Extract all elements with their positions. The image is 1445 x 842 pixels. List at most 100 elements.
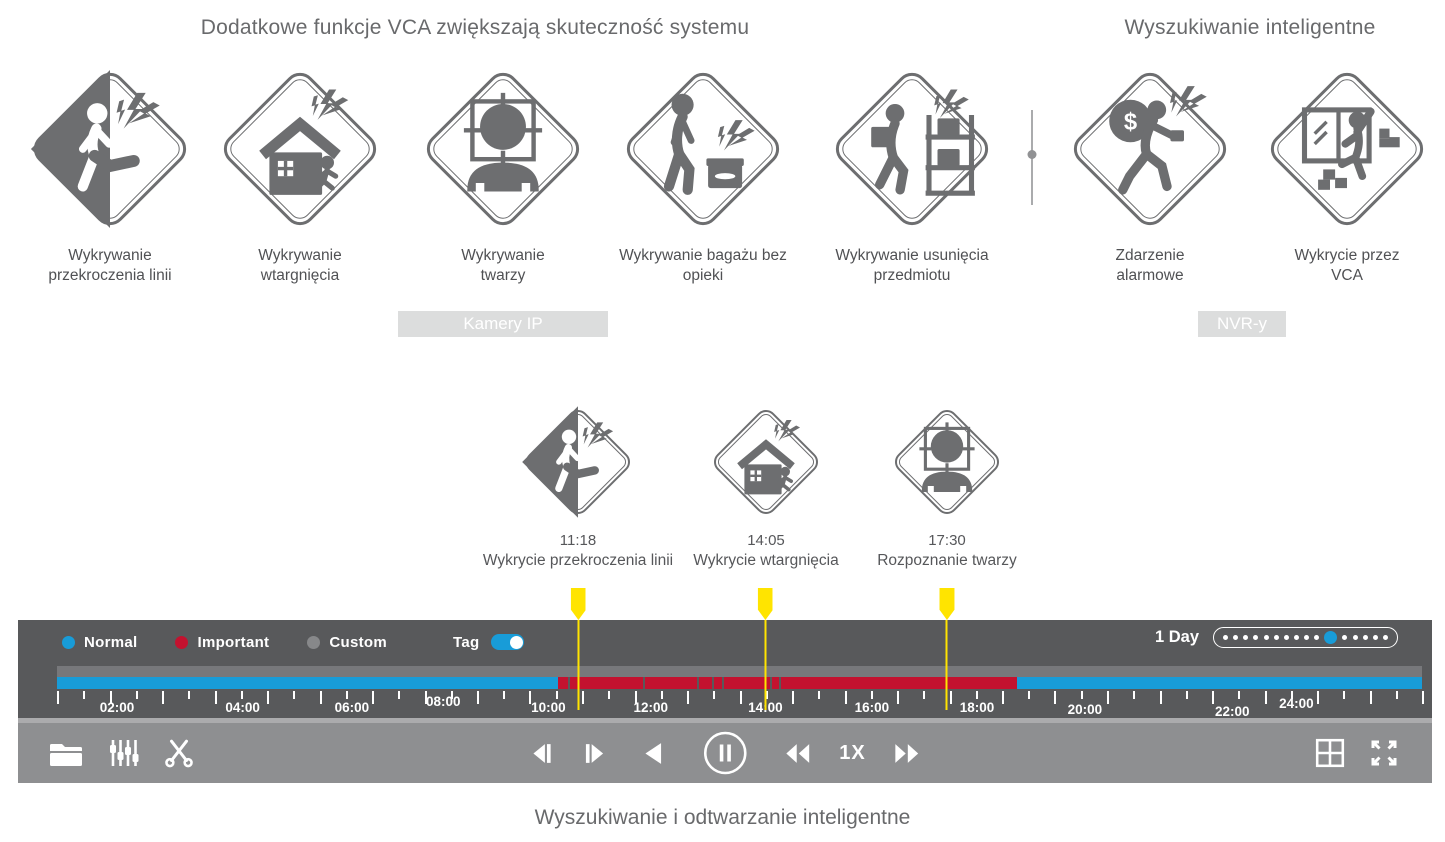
timeline-tick xyxy=(1212,691,1214,704)
reverse-play-icon[interactable] xyxy=(641,741,666,766)
event-face-recognition: 17:30 Rozpoznanie twarzy xyxy=(827,402,1067,570)
timeline-segment-normal xyxy=(1016,677,1422,689)
divider-dot xyxy=(1027,150,1037,159)
diamond-sign xyxy=(420,66,586,232)
feature-label: Zdarzenie alarmowe xyxy=(1115,247,1185,284)
zoom-slider-dot xyxy=(1253,635,1259,640)
cut-icon[interactable] xyxy=(164,738,194,768)
feature-unattended-baggage: Wykrywanie bagażu bez opieki xyxy=(603,64,803,286)
zoom-slider-dot xyxy=(1263,635,1269,640)
timeline-tick xyxy=(345,691,348,699)
timeline-tick xyxy=(660,691,663,699)
zoom-slider-dot xyxy=(1362,635,1368,640)
timeline-event-marker-11:18[interactable] xyxy=(570,588,586,710)
diamond-sign xyxy=(1067,66,1233,232)
timeline-tick xyxy=(1343,691,1346,699)
timeline-scroll-strip xyxy=(57,666,1422,677)
timeline-tick xyxy=(267,691,269,704)
timeline-tick xyxy=(923,691,926,699)
grid-view-icon[interactable] xyxy=(1314,737,1346,769)
folder-icon[interactable] xyxy=(48,738,84,768)
event-line-crossing: 11:18 Wykrycie przekroczenia linii xyxy=(458,402,698,570)
timeline-tick xyxy=(57,691,59,704)
zoom-slider-dot xyxy=(1382,635,1388,640)
pause-icon[interactable] xyxy=(702,730,748,776)
timeline-tick xyxy=(293,691,296,699)
timeline-time-label: 06:00 xyxy=(334,700,370,715)
timeline-tick xyxy=(608,691,611,699)
timeline-time-label: 12:00 xyxy=(633,700,669,715)
legend-label: Custom xyxy=(329,633,387,651)
timeline-tick xyxy=(319,691,322,704)
timeline-track[interactable]: 02:0004:0006:0008:0010:0012:0014:0016:00… xyxy=(57,588,1424,719)
next-frame-icon[interactable] xyxy=(582,741,607,766)
range-label: 1 Day xyxy=(1154,628,1199,646)
timeline-tick xyxy=(1028,691,1031,699)
timeline-tick xyxy=(450,691,453,699)
legend-dot xyxy=(175,635,189,649)
timeline-time-label: 04:00 xyxy=(225,700,260,715)
timeline-tick xyxy=(1159,691,1162,704)
timeline-time-label: 18:00 xyxy=(959,700,995,715)
rewind-icon[interactable] xyxy=(784,741,811,766)
bottom-title: Wyszukiwanie i odtwarzanie inteligentne xyxy=(534,806,911,829)
legend-item-custom: Custom xyxy=(307,634,387,651)
timeline-tick xyxy=(83,691,86,699)
timeline-tick xyxy=(765,691,768,699)
timeline-event-marker-14:05[interactable] xyxy=(757,588,773,710)
marker-flag xyxy=(570,588,586,620)
tag-toggle[interactable] xyxy=(491,634,525,650)
fullscreen-icon[interactable] xyxy=(1368,737,1400,769)
timeline-tick xyxy=(1369,691,1372,704)
timeline-tick xyxy=(582,691,584,704)
zoom-slider-dot xyxy=(1352,635,1358,640)
diamond-sign xyxy=(217,66,383,232)
playback-speed-label[interactable]: 1X xyxy=(839,741,866,764)
timeline-tick xyxy=(424,691,427,704)
timeline-tick xyxy=(135,691,138,699)
page-title-right: Wyszukiwanie inteligentne xyxy=(1124,16,1376,39)
event-label: Wykrycie wtargnięcia xyxy=(693,552,839,569)
feature-label: Wykrywanie usunięcia przedmiotu xyxy=(835,247,989,284)
timeline-tick xyxy=(844,691,847,704)
diamond-sign xyxy=(620,66,786,232)
segment-gap xyxy=(712,677,715,689)
diamond-sign xyxy=(829,66,995,232)
ip-cameras-badge: Kamery IP xyxy=(398,311,608,337)
zoom-slider-dot xyxy=(1223,635,1228,640)
timeline-zoom-slider[interactable] xyxy=(1213,627,1398,648)
previous-frame-icon[interactable] xyxy=(529,741,554,766)
fast-forward-icon[interactable] xyxy=(894,741,921,766)
nvrs-badge: NVR-y xyxy=(1198,311,1286,337)
timeline-tick xyxy=(1238,691,1241,699)
zoom-slider-dot xyxy=(1304,635,1309,640)
diamond-sign xyxy=(709,405,823,519)
event-time: 11:18 xyxy=(559,532,597,549)
timeline-tick xyxy=(1290,691,1293,699)
playback-control-bar: 1X xyxy=(18,723,1432,783)
timeline-tick xyxy=(1080,691,1083,699)
group-divider xyxy=(1027,110,1037,205)
timeline-tick xyxy=(214,691,217,704)
feature-alarm-event: Zdarzenie alarmowe xyxy=(1050,64,1250,286)
timeline-event-marker-17:30[interactable] xyxy=(939,588,955,710)
timeline-tick xyxy=(818,691,821,699)
feature-label: Wykrywanie twarzy xyxy=(461,247,545,284)
zoom-slider-dot xyxy=(1372,635,1378,640)
zoom-slider-handle[interactable] xyxy=(1324,631,1338,644)
timeline-time-label: 22:00 xyxy=(1214,704,1250,719)
feature-label: Wykrywanie przekroczenia linii xyxy=(48,247,172,284)
timeline-tick xyxy=(240,691,243,699)
timeline-time-label: 24:00 xyxy=(1279,696,1314,711)
timeline-tick xyxy=(398,691,401,699)
filters-icon[interactable] xyxy=(108,738,140,768)
timeline-segment-normal xyxy=(57,677,558,689)
file-tools-group xyxy=(48,723,194,783)
timeline-tick xyxy=(792,691,794,704)
timeline-tick xyxy=(687,691,689,704)
diamond-sign xyxy=(890,405,1004,519)
timeline-tick xyxy=(1422,691,1424,704)
